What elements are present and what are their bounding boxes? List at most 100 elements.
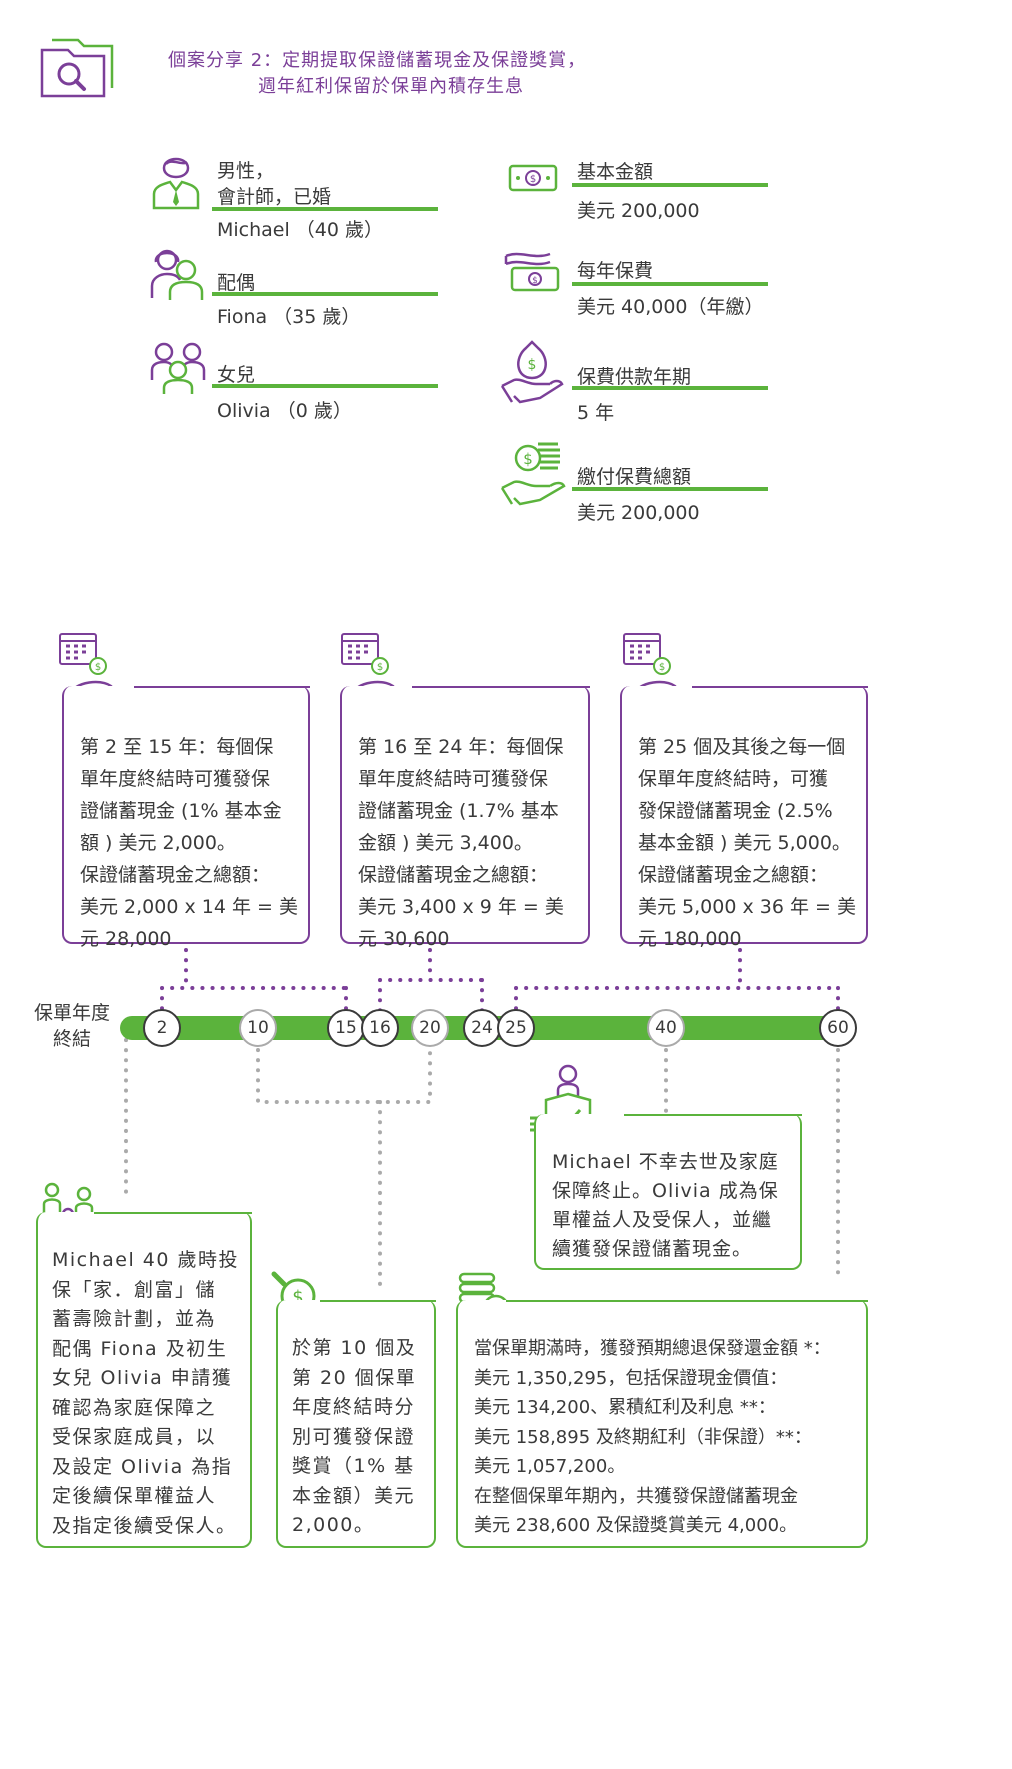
bonus-line: 2,000。 <box>292 1514 375 1536</box>
cash-box-2-line: 證儲蓄現金 (1.7% 基本 <box>358 800 559 822</box>
svg-text:$: $ <box>523 450 533 468</box>
bonus-box <box>276 1300 436 1548</box>
gender-label: 男性， <box>217 160 275 182</box>
timeline-node-20: 20 <box>411 1009 449 1047</box>
cash-box-1-line: 元 28,000 <box>80 928 172 950</box>
timeline-label-line2: 終結 <box>53 1028 92 1050</box>
maturity-line: 美元 1,057,200。 <box>474 1456 626 1477</box>
michael-value: Michael （40 歲） <box>217 219 384 241</box>
divider <box>276 1300 436 1302</box>
svg-text:$: $ <box>530 174 536 185</box>
plan-start-text: Michael 40 歲時投 保「家．創富」儲 蓄壽險計劃，並為 配偶 Fion… <box>52 1246 239 1541</box>
plan-start-line: 保「家．創富」儲 <box>52 1278 217 1301</box>
death-event-line: 單權益人及受保人，並繼 <box>552 1209 773 1231</box>
plan-start-line: 受保家庭成員，以 <box>52 1426 217 1448</box>
timeline-node-60: 60 <box>819 1009 857 1047</box>
plan-start-line: Michael 40 歲時投 <box>52 1249 240 1271</box>
timeline-node-25: 25 <box>497 1009 535 1047</box>
maturity-line: 美元 238,600 及保證獎賞美元 4,000。 <box>474 1515 798 1536</box>
plan-start-line: 蓄壽險計劃，並為 <box>52 1308 217 1330</box>
divider <box>36 1212 252 1214</box>
divider <box>212 207 438 211</box>
cash-box-1-line: 美元 2,000 x 14 年 = 美 <box>80 896 298 918</box>
timeline-node-24: 24 <box>463 1009 501 1047</box>
cash-box-2-line: 第 16 至 24 年：每個保 <box>358 736 564 758</box>
maturity-text: 當保單期滿時，獲發預期總退保發還金額 *： 美元 1,350,295，包括保證現… <box>474 1334 831 1541</box>
total-premium-label: 繳付保費總額 <box>577 466 692 488</box>
divider <box>572 386 768 390</box>
annual-premium-label: 每年保費 <box>577 260 654 282</box>
total-premium-value: 美元 200,000 <box>577 502 700 524</box>
divider <box>212 292 438 296</box>
cash-box-1-text: 第 2 至 15 年：每個保 單年度終結時可獲發保 證儲蓄現金 (1% 基本金 … <box>80 731 298 955</box>
timeline-node-15: 15 <box>327 1009 365 1047</box>
plan-start-box <box>36 1212 252 1548</box>
occupation-label: 會計師，已婚 <box>217 186 332 208</box>
cash-box-1-line: 單年度終結時可獲發保 <box>80 768 271 790</box>
cash-box-2-line: 元 30,600 <box>358 928 450 950</box>
divider <box>534 1114 802 1116</box>
cash-box-1-line: 證儲蓄現金 (1% 基本金 <box>80 800 282 822</box>
death-event-box <box>534 1114 802 1270</box>
cash-box-1-line: 額 ) 美元 2,000。 <box>80 832 236 854</box>
timeline-node-40: 40 <box>647 1009 685 1047</box>
cash-box-3-text: 第 25 個及其後之每一個 保單年度終結時，可獲 發保證儲蓄現金 (2.5% 基… <box>638 731 856 955</box>
hand-coins-icon: $ <box>500 436 568 512</box>
sum-insured-value: 美元 200,000 <box>577 200 700 222</box>
annual-premium-value: 美元 40,000（年繳） <box>577 296 764 318</box>
divider <box>572 282 768 286</box>
death-event-line: 保障終止。Olivia 成為保 <box>552 1180 779 1202</box>
bonus-line: 本金額）美元 <box>292 1484 416 1507</box>
banknote-icon: $ <box>508 160 558 198</box>
divider <box>572 487 768 491</box>
spouse-label: 配偶 <box>217 272 256 294</box>
hand-money-bag-icon: $ <box>500 336 566 412</box>
maturity-line: 在整個保單年期內，共獲發保證儲蓄現金 <box>474 1485 798 1507</box>
cash-box-2-text: 第 16 至 24 年：每個保 單年度終結時可獲發保 證儲蓄現金 (1.7% 基… <box>358 731 564 955</box>
svg-text:$: $ <box>377 662 383 673</box>
cash-box-years-25-plus <box>620 686 868 944</box>
divider <box>620 686 868 688</box>
plan-start-line: 確認為家庭保障之 <box>52 1396 217 1419</box>
cash-box-2-line: 美元 3,400 x 9 年 = 美 <box>358 896 564 918</box>
timeline-label: 保單年度 終結 <box>34 1000 110 1052</box>
bonus-line: 第 20 個保單 <box>292 1366 417 1389</box>
cash-box-3-line: 美元 5,000 x 36 年 = 美 <box>638 896 856 918</box>
daughter-label: 女兒 <box>217 364 256 386</box>
divider <box>456 1300 868 1302</box>
cash-box-3-line: 基本金額 ) 美元 5,000。 <box>638 832 851 854</box>
bonus-line: 年度終結時分 <box>292 1396 416 1418</box>
cash-box-years-2-15 <box>62 686 310 944</box>
cash-box-1-line: 保證儲蓄現金之總額： <box>80 864 271 886</box>
plan-start-line: 及指定後續受保人。 <box>52 1514 237 1537</box>
payment-term-label: 保費供款年期 <box>577 366 692 388</box>
bonus-text: 於第 10 個及 第 20 個保單 年度終結時分 別可獲發保證 獎賞（1% 基 … <box>292 1334 416 1541</box>
svg-text:$: $ <box>528 357 537 373</box>
payment-term-value: 5 年 <box>577 402 615 424</box>
page-title-line2: 週年紅利保留於保單內積存生息 <box>258 76 524 97</box>
man-icon <box>150 150 202 214</box>
divider <box>212 384 438 388</box>
maturity-line: 美元 158,895 及終期紅利（非保證）**： <box>474 1426 812 1448</box>
svg-text:$: $ <box>659 662 665 673</box>
divider <box>340 686 590 688</box>
cash-box-3-line: 發保證儲蓄現金 (2.5% <box>638 800 833 822</box>
svg-text:$: $ <box>95 662 101 673</box>
death-event-line: Michael 不幸去世及家庭 <box>552 1151 779 1173</box>
cash-box-1-line: 第 2 至 15 年：每個保 <box>80 736 274 758</box>
plan-start-line: 配偶 Fiona 及初生 <box>52 1337 228 1360</box>
cash-box-2-line: 單年度終結時可獲發保 <box>358 768 549 790</box>
divider <box>572 183 768 187</box>
maturity-line: 當保單期滿時，獲發預期總退保發還金額 *： <box>474 1338 831 1359</box>
maturity-box <box>456 1300 868 1548</box>
bonus-line: 別可獲發保證 <box>292 1425 416 1448</box>
timeline-node-16: 16 <box>361 1009 399 1047</box>
banknotes-stack-icon: $ <box>504 250 560 298</box>
timeline-label-line1: 保單年度 <box>34 1002 111 1024</box>
death-event-text: Michael 不幸去世及家庭 保障終止。Olivia 成為保 單權益人及受保人… <box>552 1148 779 1264</box>
cash-box-3-line: 第 25 個及其後之每一個 <box>638 736 846 758</box>
bonus-line: 於第 10 個及 <box>292 1337 417 1359</box>
cash-box-3-line: 元 180,000 <box>638 928 742 950</box>
maturity-line: 美元 134,200、累積紅利及利息 **： <box>474 1397 776 1418</box>
